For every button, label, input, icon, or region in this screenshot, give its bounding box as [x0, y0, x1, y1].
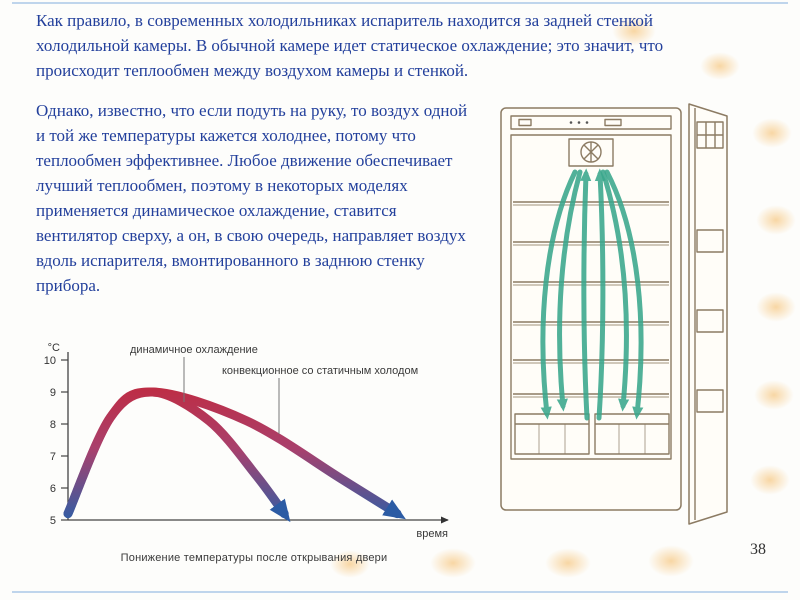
temperature-chart-block: 10 9 8 7 6 5 °C динамичное охлаждение конвекц… [24, 340, 484, 564]
curve-dynamic-cooling [63, 387, 291, 523]
temperature-curves [63, 387, 406, 523]
control-dot [577, 121, 581, 124]
fan-unit [568, 138, 614, 167]
door-bin [696, 229, 724, 253]
page-number: 38 [750, 541, 766, 558]
airflow-arrow-down [540, 169, 578, 420]
chart-caption: Понижение температуры после открывания д… [120, 552, 388, 564]
door-bin [696, 309, 724, 333]
refrigerator-diagram [500, 103, 728, 525]
watermark-logo [756, 292, 796, 322]
y-axis-ticks: 10 9 8 7 6 5 [44, 355, 68, 527]
watermark-logo [545, 548, 591, 578]
svg-text:9: 9 [50, 387, 56, 399]
temperature-chart: 10 9 8 7 6 5 °C динамичное охлаждение конвекц… [44, 342, 449, 540]
airflow-arrow-down [600, 169, 630, 412]
body-paragraph: Однако, известно, что если подуть на рук… [36, 101, 468, 295]
control-panel [510, 115, 672, 130]
control-switch [604, 118, 622, 127]
control-dot [585, 121, 589, 124]
intro-paragraph: Как правило, в современных холодильниках… [36, 11, 664, 80]
series-label-dynamic: динамичное охлаждение [130, 344, 258, 356]
airflow-arrow-down [604, 169, 644, 420]
watermark-logo [750, 465, 790, 495]
open-door [688, 103, 728, 525]
x-axis-label: время [416, 528, 448, 540]
bottom-drawers [514, 413, 670, 455]
svg-text:10: 10 [44, 355, 56, 367]
y-axis-unit: °C [48, 342, 60, 354]
control-display [518, 118, 532, 127]
fridge-cavity [510, 134, 672, 460]
svg-text:6: 6 [50, 483, 56, 495]
watermark-logo [754, 380, 794, 410]
slide-top-border [12, 2, 788, 4]
watermark-logo [756, 205, 796, 235]
svg-text:7: 7 [50, 451, 56, 463]
slide-bottom-border [12, 591, 788, 593]
svg-text:8: 8 [50, 419, 56, 431]
fridge-cabinet [500, 107, 682, 511]
airflow-arrow-up [580, 168, 592, 421]
airflow-arrow-up [594, 168, 606, 421]
series-label-convection: конвекционное со статичным холодом [222, 365, 418, 377]
airflow-arrows [540, 168, 644, 421]
watermark-logo [648, 545, 694, 577]
watermark-logo [752, 118, 792, 148]
svg-text:5: 5 [50, 515, 56, 527]
door-bin [696, 389, 724, 413]
control-dot [569, 121, 573, 124]
curve-convection-static [63, 387, 406, 520]
airflow-arrow-down [556, 169, 583, 412]
